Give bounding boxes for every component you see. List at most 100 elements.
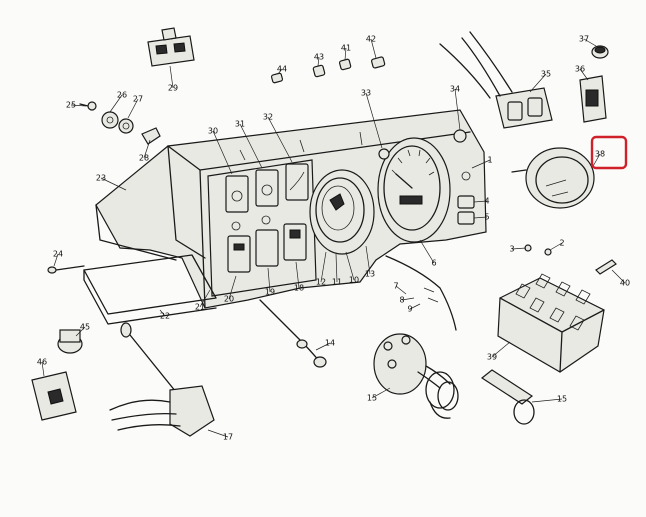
rocker-switch-19 bbox=[255, 229, 279, 267]
callout-leader bbox=[315, 342, 331, 351]
warning-lamp-30 bbox=[225, 175, 249, 213]
gauge-38 bbox=[511, 147, 595, 209]
callout-number-12: 12 bbox=[316, 278, 326, 287]
callout-leader bbox=[53, 253, 59, 267]
callout-leader bbox=[320, 251, 327, 283]
indicator-lamp-34 bbox=[453, 129, 467, 143]
rocker-switch-20 bbox=[227, 235, 251, 273]
callout-leader bbox=[370, 38, 377, 59]
callout-number-3: 3 bbox=[509, 245, 514, 254]
callout-leader bbox=[317, 56, 320, 67]
callout-number-24: 24 bbox=[53, 250, 63, 259]
callout-leader bbox=[371, 387, 391, 399]
callout-number-2: 2 bbox=[559, 239, 564, 248]
callout-number-37: 37 bbox=[579, 35, 589, 44]
callout-number-34: 34 bbox=[450, 85, 460, 94]
switch-36 bbox=[579, 75, 607, 123]
cable-7 bbox=[385, 255, 457, 331]
callout-number-38: 38 bbox=[595, 150, 605, 159]
callout-number-8: 8 bbox=[399, 296, 404, 305]
callout-leader bbox=[344, 47, 347, 61]
callout-leader bbox=[212, 130, 233, 175]
callout-number-10: 10 bbox=[349, 276, 359, 285]
callout-number-15: 15 bbox=[367, 394, 377, 403]
indicator-lamp-33 bbox=[378, 148, 390, 160]
bulb-sockets bbox=[270, 56, 386, 84]
callout-number-26: 26 bbox=[117, 91, 127, 100]
callout-leader bbox=[549, 242, 563, 251]
callout-leader bbox=[109, 94, 123, 113]
callout-number-28: 28 bbox=[139, 154, 149, 163]
screw-24 bbox=[47, 265, 85, 274]
callout-number-9: 9 bbox=[407, 305, 412, 314]
callout-leader bbox=[491, 341, 511, 358]
callout-number-19: 19 bbox=[265, 288, 275, 297]
callout-number-20: 20 bbox=[224, 295, 234, 304]
rocker-switch-18 bbox=[283, 223, 307, 261]
callout-number-14: 14 bbox=[325, 339, 335, 348]
callout-leader bbox=[100, 177, 127, 191]
side-buttons bbox=[457, 171, 475, 225]
highlight-box-38[interactable] bbox=[590, 135, 628, 170]
callout-number-21: 21 bbox=[195, 303, 205, 312]
callout-leader bbox=[345, 251, 355, 281]
callout-number-41: 41 bbox=[341, 44, 351, 53]
callout-number-25: 25 bbox=[66, 101, 76, 110]
callout-leader bbox=[143, 139, 151, 159]
callout-leader bbox=[41, 361, 45, 377]
callout-leader bbox=[395, 285, 407, 295]
callout-leader bbox=[409, 303, 421, 310]
callout-leader bbox=[295, 261, 300, 289]
callout-leader bbox=[531, 398, 563, 403]
callout-leader bbox=[473, 200, 488, 203]
switch-35 bbox=[439, 31, 553, 129]
callout-leader bbox=[419, 239, 435, 264]
callout-number-31: 31 bbox=[235, 120, 245, 129]
speedometer bbox=[377, 137, 451, 243]
callout-leader bbox=[365, 245, 371, 275]
callout-leader bbox=[127, 98, 139, 119]
callout-leader bbox=[611, 269, 626, 284]
callout-leader bbox=[471, 159, 491, 169]
callout-leader bbox=[473, 216, 488, 219]
switch-46 bbox=[31, 371, 77, 421]
rocker-switch-29 bbox=[147, 27, 195, 67]
callout-leader bbox=[335, 253, 338, 283]
ignition-key bbox=[480, 369, 535, 425]
fuse-40 bbox=[595, 259, 617, 275]
callout-number-44: 44 bbox=[277, 65, 287, 74]
knob-assembly bbox=[79, 101, 161, 145]
connector-45 bbox=[57, 329, 83, 354]
stalk-switch-17 bbox=[109, 322, 215, 437]
callout-leader bbox=[159, 309, 166, 317]
callout-leader bbox=[70, 104, 87, 107]
callout-number-4: 4 bbox=[484, 197, 489, 206]
callout-leader bbox=[207, 429, 229, 438]
callout-leader bbox=[239, 123, 263, 169]
warning-lamp-31 bbox=[255, 169, 279, 207]
callout-leader bbox=[169, 65, 174, 89]
callout-number-46: 46 bbox=[37, 358, 47, 367]
callout-leader bbox=[228, 275, 237, 300]
callout-leader bbox=[454, 88, 461, 131]
callout-number-1: 1 bbox=[487, 156, 492, 165]
callout-number-13: 13 bbox=[365, 270, 375, 279]
fuse-box-39 bbox=[497, 273, 605, 373]
callout-leader bbox=[583, 38, 597, 47]
callout-number-17: 17 bbox=[223, 433, 233, 442]
callout-number-43: 43 bbox=[314, 53, 324, 62]
callout-leader bbox=[401, 297, 415, 301]
callout-number-5: 5 bbox=[484, 213, 489, 222]
switch-panel bbox=[207, 159, 317, 297]
callout-number-33: 33 bbox=[361, 89, 371, 98]
callout-number-7: 7 bbox=[393, 282, 398, 291]
callout-leader bbox=[267, 267, 271, 293]
cable-14 bbox=[259, 299, 327, 368]
callout-number-6: 6 bbox=[431, 259, 436, 268]
callout-number-39: 39 bbox=[487, 353, 497, 362]
mounting-bracket bbox=[83, 254, 217, 325]
callout-number-15: 15 bbox=[557, 395, 567, 404]
callout-number-32: 32 bbox=[263, 113, 273, 122]
